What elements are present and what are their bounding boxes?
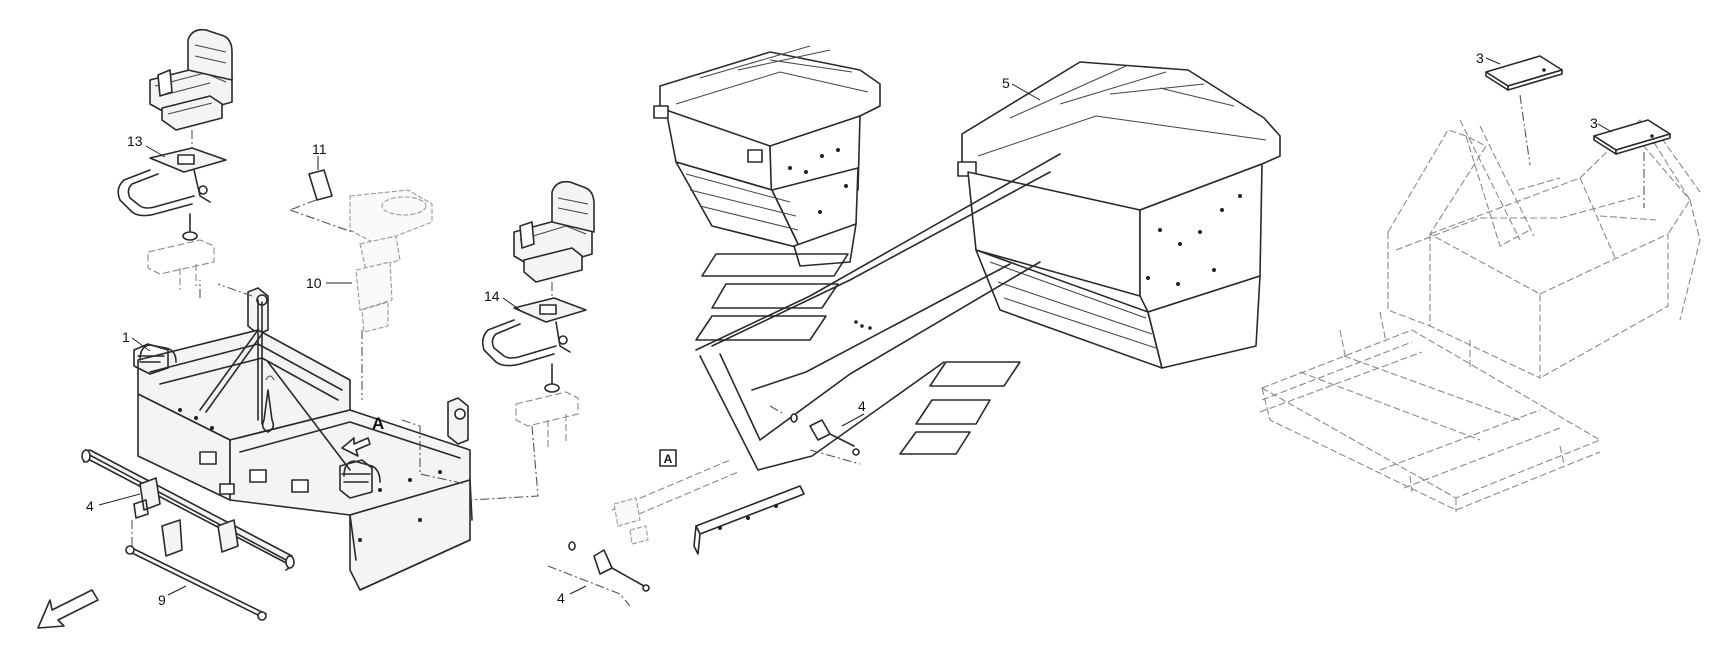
tube-bar-4-assembly bbox=[81, 449, 295, 571]
view-arrow-label: A bbox=[372, 414, 384, 433]
seat-13-assembly bbox=[117, 28, 233, 290]
callout-3-a: 3 bbox=[1476, 50, 1484, 66]
callout-1: 1 bbox=[122, 329, 130, 345]
seat-14-assembly bbox=[469, 180, 595, 501]
frame-1-assembly bbox=[131, 280, 473, 591]
callout-3-b: 3 bbox=[1590, 115, 1598, 131]
callout-4-bottom: 4 bbox=[557, 590, 565, 606]
cab-frame-ghost bbox=[1259, 94, 1701, 512]
callout-4-left: 4 bbox=[86, 498, 94, 514]
direction-arrow-icon bbox=[37, 589, 99, 629]
pin-4-middle-assembly bbox=[769, 320, 872, 465]
view-a-box: A bbox=[659, 449, 677, 467]
console-left-assembly bbox=[653, 45, 881, 267]
callout-5: 5 bbox=[1002, 75, 1010, 91]
steering-10-assembly bbox=[289, 189, 433, 400]
view-box-label: A bbox=[664, 452, 673, 466]
callout-13: 13 bbox=[127, 133, 143, 149]
cover-panel-3-b bbox=[1593, 119, 1671, 155]
callout-4-middle: 4 bbox=[858, 398, 866, 414]
view-arrow-icon bbox=[341, 437, 371, 457]
panel-stack bbox=[695, 153, 1061, 471]
callout-10: 10 bbox=[306, 275, 322, 291]
callout-11: 11 bbox=[312, 141, 327, 157]
callout-9: 9 bbox=[158, 592, 166, 608]
bar-9-assembly bbox=[125, 520, 267, 621]
plate-11-assembly bbox=[289, 156, 333, 211]
pin-4-bottom-assembly bbox=[547, 459, 805, 607]
cover-panel-3-a bbox=[1485, 55, 1563, 91]
console-5-assembly bbox=[957, 61, 1281, 369]
callout-14: 14 bbox=[484, 288, 500, 304]
